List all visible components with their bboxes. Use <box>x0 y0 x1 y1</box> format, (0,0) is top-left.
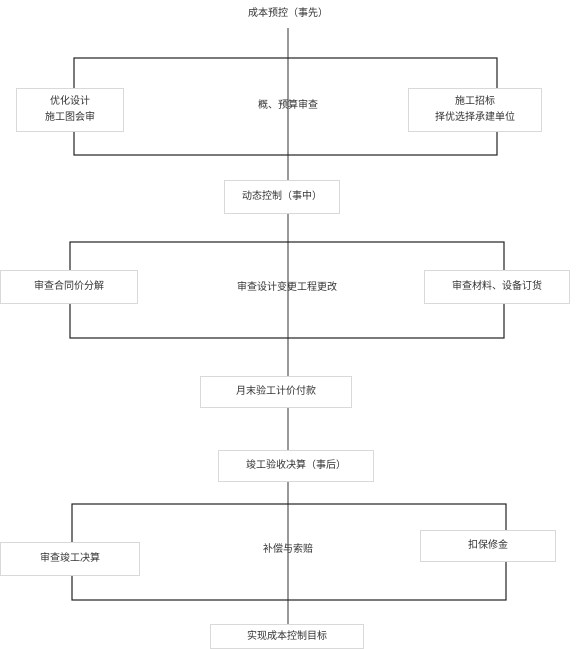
group2-left-node: 审查合同价分解 <box>0 270 138 304</box>
start-label: 成本预控（事先） <box>248 8 328 19</box>
group3-right-node: 扣保修金 <box>420 530 556 562</box>
group3-left-node: 审查竣工决算 <box>0 542 140 576</box>
group1-right-line1: 施工招标 <box>455 96 495 107</box>
group2-center-label: 审查设计变更工程更改 <box>237 282 337 293</box>
group2-right-label: 审查材料、设备订货 <box>452 281 542 292</box>
group3-left-label: 审查竣工决算 <box>40 553 100 564</box>
mid3-node: 竣工验收决算（事后） <box>218 450 374 482</box>
group1-left-line2: 施工图会审 <box>45 112 95 123</box>
end-label: 实现成本控制目标 <box>247 630 327 642</box>
group1-left-line1: 优化设计 <box>50 96 90 107</box>
mid2-label: 月末验工计价付款 <box>236 386 316 397</box>
start-node: 成本预控（事先） <box>208 4 368 24</box>
group1-right-node: 施工招标 择优选择承建单位 <box>408 88 542 132</box>
mid3-label: 竣工验收决算（事后） <box>246 460 346 471</box>
group1-center-node: 概、预算审查 <box>228 96 348 116</box>
group3-center-label: 补偿与索赔 <box>263 544 313 555</box>
group1-left-node: 优化设计 施工图会审 <box>16 88 124 132</box>
group2-center-node: 审查设计变更工程更改 <box>212 278 362 298</box>
group1-right-line2: 择优选择承建单位 <box>435 112 515 123</box>
group2-left-label: 审查合同价分解 <box>34 281 104 292</box>
group1-center-label: 概、预算审查 <box>258 100 318 111</box>
mid2-node: 月末验工计价付款 <box>200 376 352 408</box>
group3-center-node: 补偿与索赔 <box>228 540 348 560</box>
group3-right-label: 扣保修金 <box>468 540 508 551</box>
mid1-label: 动态控制（事中） <box>242 191 322 202</box>
group2-right-node: 审查材料、设备订货 <box>424 270 570 304</box>
mid1-node: 动态控制（事中） <box>224 180 340 214</box>
end-node: 实现成本控制目标 <box>210 624 364 649</box>
